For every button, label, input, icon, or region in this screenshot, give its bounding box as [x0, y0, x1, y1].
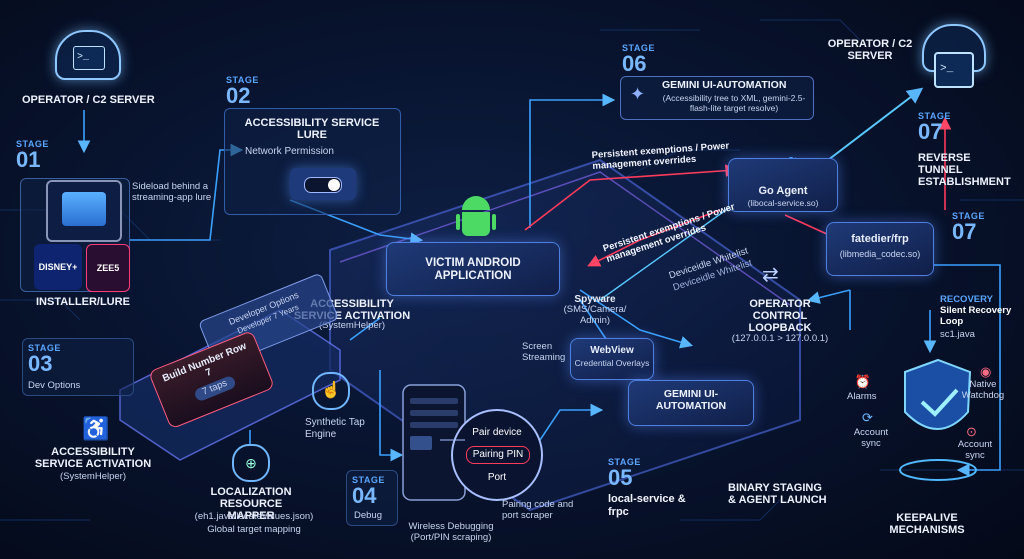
alarms-label: Alarms	[847, 391, 877, 402]
frp-sub: (libmedia_codec.so)	[839, 249, 921, 259]
loopback-title: OPERATOR CONTROL LOOPBACK	[748, 298, 812, 335]
zee5-app-icon: ZEE5	[86, 244, 130, 292]
local-service-label: local-service & frpc	[608, 493, 686, 519]
recovery-block: RECOVERY Silent Recovery Loop sc1.java	[940, 294, 1012, 340]
permission-toggle-tile	[290, 168, 356, 200]
port-item: Port	[487, 472, 507, 483]
operator-left-label: OPERATOR / C2 SERVER	[22, 94, 155, 106]
acc-activation-left-title: ACCESSIBILITY SERVICE ACTIVATION	[34, 446, 152, 471]
dev-options-label: Dev Options	[28, 380, 81, 391]
terminal-icon: >_	[73, 46, 105, 70]
stage-06-frame	[620, 76, 814, 120]
stage-03-frame	[22, 338, 134, 396]
victim-app-title: VICTIM ANDROID APPLICATION	[425, 257, 521, 282]
sync-icon: ⟳	[862, 410, 873, 425]
pairing-pin-item: Pairing PIN	[466, 446, 530, 464]
sideload-note: Sideload behind a streaming-app lure	[132, 181, 212, 203]
spyware-label: Spyware (SMS/Camera/ Admin)	[563, 294, 627, 326]
go-agent-title: Go Agent	[758, 185, 808, 197]
debug-label: Debug	[354, 510, 382, 521]
sparkle-icon: ✦	[630, 84, 646, 104]
webview-node: WebView Credential Overlays	[570, 338, 654, 380]
account-sync-left: Account sync	[853, 427, 889, 449]
localization-sub2: Global target mapping	[207, 524, 301, 535]
accessibility-person-icon: ♿	[82, 416, 110, 441]
folder-icon	[62, 192, 106, 226]
wireless-debugging-label: Wireless Debugging(Port/PIN scraping)	[408, 521, 494, 543]
operator-right-label: OPERATOR / C2 SERVER	[827, 38, 913, 63]
pair-device-item: Pair device	[472, 427, 522, 438]
native-watchdog-label: Native Watchdog	[961, 379, 1005, 401]
localization-sub: (eh1.java/locateValues.json)	[194, 511, 314, 522]
go-agent-sub: (libocal-service.so)	[747, 198, 819, 208]
gemini-automation-node: GEMINI UI-AUTOMATION	[628, 380, 754, 426]
frp-title: fatedier/frp	[851, 233, 909, 245]
keepalive-title: KEEPALIVE MECHANISMS	[889, 512, 965, 537]
acc-activation-left-sub: (SystemHelper)	[60, 471, 126, 482]
shuffle-icon: ⇄	[762, 264, 779, 286]
frp-node: fatedier/frp (libmedia_codec.so)	[826, 222, 934, 276]
account-icon: ⊙	[966, 424, 977, 439]
cloud-server-icon	[922, 24, 986, 72]
localization-title: LOCALIZATION RESOURCE MAPPER	[210, 486, 292, 523]
toggle-switch	[304, 177, 342, 193]
tap-finger-icon: ☝	[312, 372, 350, 410]
network-permission-label: Network Permission	[245, 146, 334, 157]
reverse-tunnel-label: REVERSE TUNNEL ESTABLISHMENT	[918, 152, 1011, 189]
gemini-automation-sub: (Accessibility tree to XML, gemini-2.5-f…	[662, 93, 806, 113]
loopback-sub: (127.0.0.1 > 127.0.0.1)	[731, 333, 829, 344]
synthetic-tap-label: Synthetic Tap Engine	[305, 417, 365, 440]
installer-lure-label: INSTALLER/LURE	[36, 296, 130, 308]
alarm-clock-icon: ⏰	[854, 374, 872, 389]
android-robot-icon	[456, 196, 496, 242]
pairing-scraper-label: Pairing code and port scraper	[502, 499, 574, 521]
stage-04-frame	[346, 470, 398, 526]
go-agent-node: Go Agent (libocal-service.so)	[728, 158, 838, 212]
cloud-server-icon: >_	[55, 30, 121, 80]
terminal-icon: >_	[934, 52, 974, 88]
account-sync-right: Account sync	[957, 439, 993, 461]
stage-02-frame	[224, 108, 401, 215]
scan-target-icon: ⊕	[232, 444, 270, 482]
watchdog-icon: ◉	[980, 364, 992, 379]
screen-streaming-label: Screen Streaming	[522, 341, 566, 363]
installer-phone	[46, 180, 122, 242]
disney-app-icon: DISNEY+	[34, 244, 82, 290]
gemini-automation-title: GEMINI UI-AUTOMATION	[662, 79, 787, 91]
accessibility-lure-title: ACCESSIBILITY SERVICE LURE	[244, 117, 380, 142]
acc-activation-top-sub: (SystemHelper)	[319, 320, 385, 331]
victim-app-node: VICTIM ANDROID APPLICATION	[386, 242, 560, 296]
binary-staging-label: BINARY STAGING & AGENT LAUNCH	[728, 482, 827, 507]
